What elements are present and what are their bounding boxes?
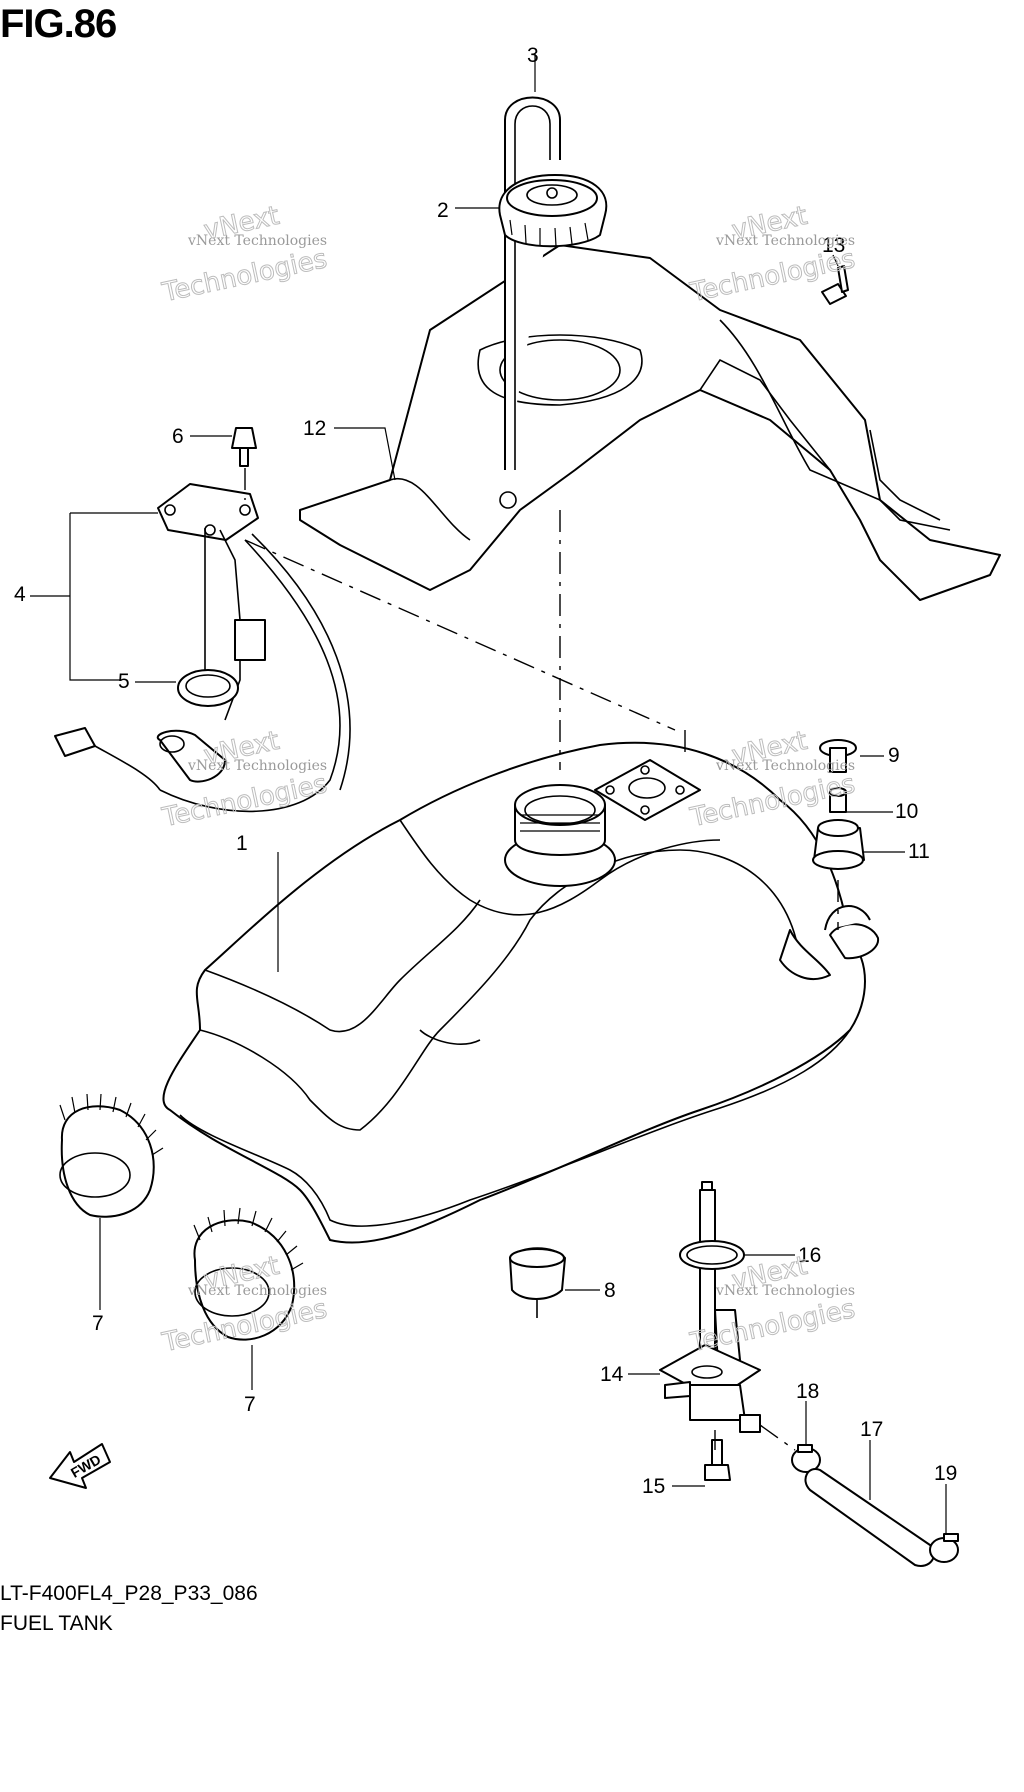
collar-part-10[interactable]: [829, 787, 847, 813]
callout-14[interactable]: 14: [600, 1363, 624, 1386]
callout-18[interactable]: 18: [796, 1380, 819, 1403]
callout-17[interactable]: 17: [860, 1418, 883, 1441]
svg-text:vNext Technologies: vNext Technologies: [715, 233, 855, 249]
cushion-part-11[interactable]: [812, 819, 865, 870]
svg-text:Technologies: Technologies: [159, 769, 330, 833]
callout-15[interactable]: 15: [642, 1475, 665, 1498]
svg-text:vNext Technologies: vNext Technologies: [715, 1283, 855, 1299]
svg-text:Technologies: Technologies: [159, 244, 330, 308]
assembly-guide-lines: [244, 468, 839, 1451]
svg-text:vNext Technologies: vNext Technologies: [187, 1283, 327, 1299]
svg-text:vNext Technologies: vNext Technologies: [187, 233, 327, 249]
callout-1[interactable]: 1: [236, 832, 248, 855]
callout-2[interactable]: 2: [437, 199, 449, 222]
callout-labels: 1 2 3 4 5 6 7 7 8 9 10 11 12 13 14 15 16…: [14, 44, 957, 1498]
damper-part-8[interactable]: [509, 1247, 566, 1318]
bolt-part-9[interactable]: [819, 739, 857, 773]
callout-5[interactable]: 5: [118, 670, 130, 693]
bolt-part-6[interactable]: [231, 427, 257, 467]
callout-11[interactable]: 11: [908, 840, 930, 863]
callout-4[interactable]: 4: [14, 583, 26, 606]
svg-text:vNext Technologies: vNext Technologies: [187, 758, 327, 774]
rubber-band-part-7a[interactable]: [59, 1093, 164, 1218]
rubber-band-part-7b[interactable]: [193, 1207, 304, 1341]
callout-leader-lines: [30, 53, 947, 1535]
forward-direction-badge: FWD: [49, 1443, 111, 1489]
callout-7b[interactable]: 7: [244, 1393, 256, 1416]
fuel-cap-part-2[interactable]: [498, 174, 608, 248]
callout-19[interactable]: 19: [934, 1462, 957, 1485]
callout-7a[interactable]: 7: [92, 1312, 104, 1335]
clamp-part-18[interactable]: [791, 1444, 821, 1473]
callout-3[interactable]: 3: [527, 44, 539, 67]
callout-8[interactable]: 8: [604, 1279, 616, 1302]
figure-code: LT-F400FL4_P28_P33_086: [0, 1582, 258, 1605]
svg-text:vNext Technologies: vNext Technologies: [715, 758, 855, 774]
clamp-part-19[interactable]: [929, 1533, 959, 1563]
bolt-part-13[interactable]: [821, 265, 849, 305]
figure-name: FUEL TANK: [0, 1612, 113, 1635]
callout-9[interactable]: 9: [888, 744, 900, 767]
fuel-tank-part-1[interactable]: [162, 741, 880, 1244]
fuel-valve-part-14[interactable]: [659, 1181, 761, 1433]
screw-part-15[interactable]: [704, 1439, 731, 1481]
gasket-part-5[interactable]: [177, 669, 239, 707]
figure-title: FIG.86: [0, 2, 117, 46]
callout-12[interactable]: 12: [303, 417, 326, 440]
fuel-pump-assembly-part-4[interactable]: [54, 483, 351, 813]
callout-16[interactable]: 16: [798, 1244, 821, 1267]
watermark-top-left: vNext Technologies vNext Technologies: [159, 200, 331, 308]
tank-cover-part-12[interactable]: [299, 244, 1001, 601]
callout-6[interactable]: 6: [172, 425, 184, 448]
callout-13[interactable]: 13: [822, 234, 845, 257]
callout-10[interactable]: 10: [895, 800, 918, 823]
